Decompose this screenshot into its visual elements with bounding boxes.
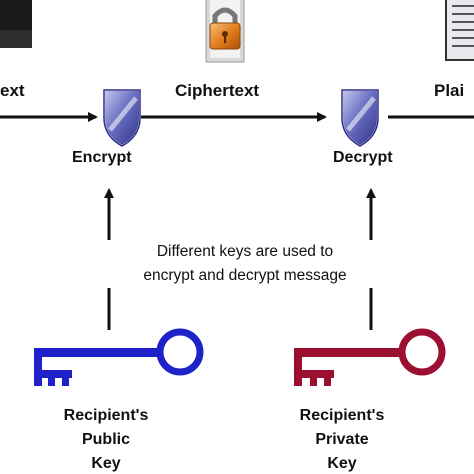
- encrypt-label: Encrypt: [72, 149, 132, 166]
- private-key-caption-line-2: Private: [315, 431, 369, 448]
- private-key-caption-line-3: Key: [327, 455, 357, 472]
- plaintext-left-label: ext: [0, 81, 25, 100]
- public-key-caption-line-1: Recipient's: [63, 407, 149, 424]
- note-line-2: encrypt and decrypt message: [143, 267, 347, 284]
- keys-explanation-note: Different keys are used to encrypt and d…: [100, 240, 390, 288]
- decrypt-shield-icon: [341, 89, 379, 148]
- encrypt-shield-icon: [103, 89, 141, 148]
- public-key-caption-line-3: Key: [91, 455, 121, 472]
- private-key-caption: Recipient's Private Key: [272, 404, 412, 474]
- note-line-1: Different keys are used to: [156, 243, 334, 260]
- plaintext-right-label: Plai: [434, 81, 465, 100]
- padlock-icon: [205, 0, 245, 63]
- decrypt-label: Decrypt: [333, 149, 393, 166]
- left-document-icon: [0, 0, 32, 48]
- public-key-icon: [34, 328, 204, 386]
- private-key-icon: [294, 328, 446, 386]
- private-key-caption-line-1: Recipient's: [299, 407, 385, 424]
- right-document-icon: [445, 0, 474, 61]
- ciphertext-label: Ciphertext: [175, 81, 260, 100]
- public-key-caption: Recipient's Public Key: [36, 404, 176, 474]
- public-key-caption-line-2: Public: [81, 431, 130, 448]
